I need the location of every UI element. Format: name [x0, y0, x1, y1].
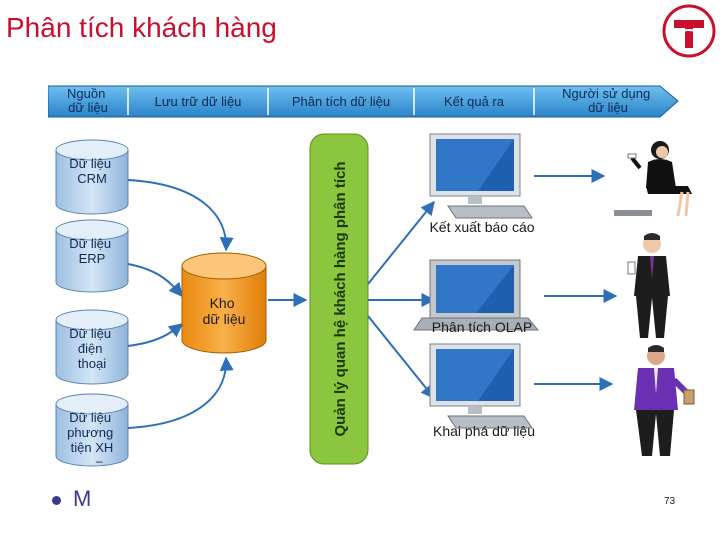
warehouse-cylinder	[181, 252, 267, 354]
page-number: 73	[664, 496, 676, 507]
user-icon	[627, 233, 670, 338]
source-cylinder-crm	[55, 139, 129, 215]
user-icon	[634, 345, 695, 456]
page-title: Phân tích khách hàng	[6, 12, 277, 43]
source-label-crm: Dữ liệu CRM	[69, 156, 115, 186]
output-label-report: Kết xuất báo cáo	[429, 219, 534, 235]
company-logo-icon	[662, 4, 716, 58]
bullet-item: M	[52, 486, 91, 512]
source-cylinder-social	[55, 393, 129, 467]
stage-label-source: Nguồn dữ liệu	[67, 86, 109, 115]
output-label-olap: Phân tích OLAP	[432, 319, 532, 335]
source-cylinder-phone	[55, 309, 129, 385]
source-label-phone: Dữ liệu điện thoại	[69, 326, 115, 371]
trailing-dash: –	[96, 454, 103, 468]
bullet-text: M	[73, 486, 92, 511]
computer-icon	[429, 343, 533, 429]
arrow-crm-to-warehouse	[127, 179, 234, 252]
bullet-icon	[52, 495, 61, 505]
warehouse-label: Kho dữ liệu	[203, 295, 246, 327]
process-banner: Nguồn dữ liệu Lưu trữ dữ liệu Phân tích …	[48, 85, 679, 118]
management-label: Quản lý quan hệ khách hàng phân tích	[332, 161, 349, 436]
output-label-mining: Khai phá dữ liệu	[433, 423, 535, 439]
crm-analysis-diagram: Nguồn dữ liệu Lưu trữ dữ liệu Phân tích …	[48, 85, 695, 467]
user-icon	[614, 141, 692, 217]
source-label-social: Dữ liệu phương tiện XH	[67, 410, 117, 455]
stage-label-analysis: Phân tích dữ liệu	[292, 94, 390, 109]
arrow-erp-to-warehouse	[127, 263, 183, 298]
arrow-phone-to-warehouse	[127, 323, 184, 347]
stage-label-result: Kết quả ra	[444, 94, 505, 109]
computer-icon	[429, 133, 533, 219]
arrow-management-to-report	[367, 200, 435, 285]
source-label-erp: Dữ liệu ERP	[69, 236, 115, 266]
source-cylinder-erp	[55, 219, 129, 293]
computer-icon	[413, 259, 540, 331]
stage-label-users: Người sử dụng dữ liệu	[562, 86, 654, 115]
stage-label-storage: Lưu trữ dữ liệu	[155, 94, 242, 109]
arrow-management-to-mining	[367, 315, 435, 400]
arrow-social-to-warehouse	[127, 356, 234, 429]
